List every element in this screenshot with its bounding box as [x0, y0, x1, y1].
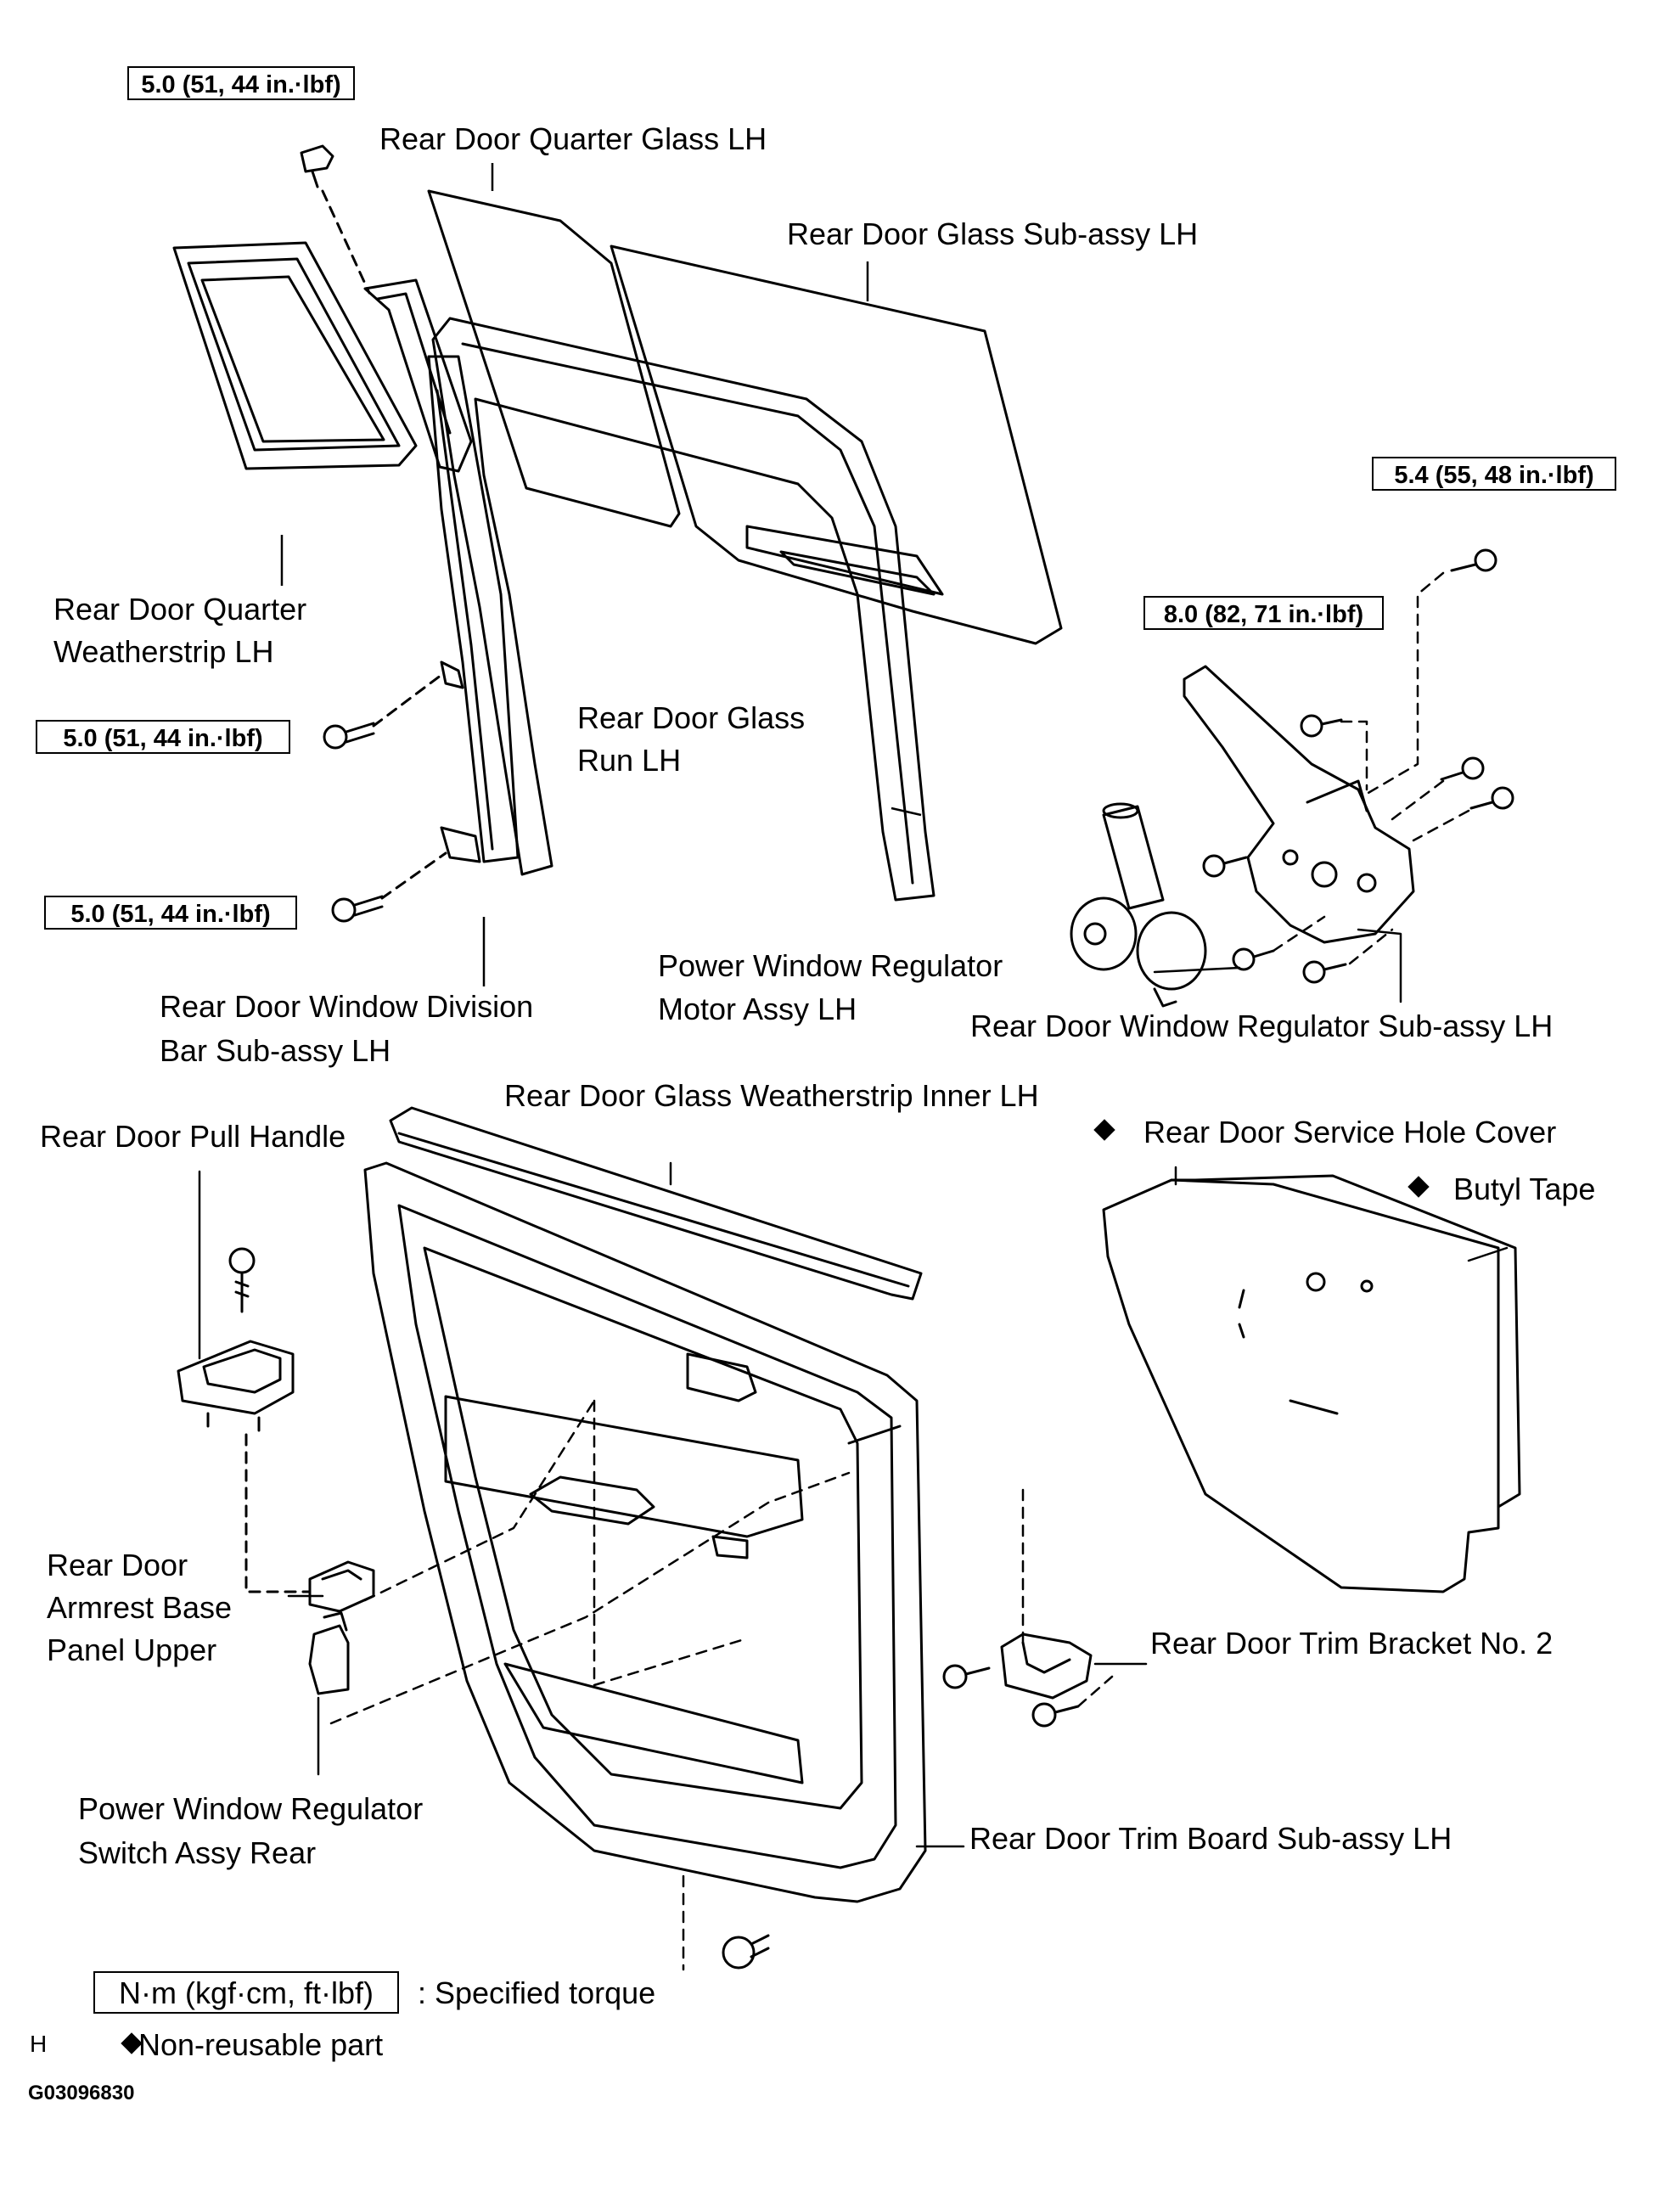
- legend-torque-desc: : Specified torque: [418, 1975, 656, 2010]
- glass-drawing: [610, 244, 1063, 645]
- torque-label-regulator-top: 5.4 (55, 48 in.·lbf): [1372, 457, 1616, 491]
- label-division-bar-line1: Rear Door Window Division: [160, 989, 534, 1024]
- corner-mark: H: [30, 2031, 48, 2057]
- label-glass-sub-assy: Rear Door Glass Sub-assy LH: [787, 216, 1199, 251]
- label-trim-board: Rear Door Trim Board Sub-assy LH: [969, 1821, 1452, 1856]
- service-hole-cover-drawing: [1102, 1178, 1500, 1593]
- label-switch-assy-line2: Switch Assy Rear: [78, 1835, 317, 1870]
- label-glass-run-line2: Run LH: [577, 743, 682, 778]
- division-strip-drawing: [363, 278, 473, 473]
- torque-label-regulator-mid: 8.0 (82, 71 in.·lbf): [1143, 596, 1384, 630]
- legend-torque-unit-box: N·m (kgf·cm, ft·lbf): [93, 1971, 399, 2014]
- torque-label-division-bar-lower: 5.0 (51, 44 in.·lbf): [44, 896, 297, 930]
- label-butyl-tape: Butyl Tape: [1453, 1172, 1596, 1206]
- label-division-bar-line2: Bar Sub-assy LH: [160, 1033, 391, 1068]
- regulator-drawing: [1183, 665, 1415, 944]
- trim-bracket-drawing: [1000, 1632, 1093, 1700]
- label-armrest-panel-line1: Rear Door: [47, 1548, 188, 1582]
- division-bar-bolt-upper: [323, 722, 375, 750]
- label-armrest-panel-line2: Armrest Base: [47, 1590, 233, 1625]
- label-glass-run-line1: Rear Door Glass: [577, 700, 806, 735]
- division-bar-drawing: [427, 355, 520, 863]
- armrest-panel-drawing: [308, 1560, 375, 1613]
- label-trim-bracket: Rear Door Trim Bracket No. 2: [1150, 1626, 1554, 1661]
- switch-assy-drawing: [308, 1611, 350, 1695]
- top-screw-drawing: [300, 144, 334, 188]
- trim-board-drawing: [363, 1161, 927, 1903]
- label-regulator-motor-line1: Power Window Regulator: [658, 948, 1003, 983]
- quarter-glass-drawing: [427, 189, 681, 528]
- division-bar-bolt-lower: [331, 895, 384, 923]
- trim-bracket-bolts: [942, 1664, 1080, 1728]
- trim-board-clip-drawing: [722, 1934, 770, 1970]
- weatherstrip-inner-drawing: [389, 1106, 923, 1301]
- regulator-bolts: [1202, 548, 1514, 984]
- motor-drawing: [1070, 802, 1207, 1008]
- label-weatherstrip-inner: Rear Door Glass Weatherstrip Inner LH: [504, 1078, 1039, 1113]
- label-armrest-panel-line3: Panel Upper: [47, 1632, 217, 1667]
- pull-handle-drawing: [177, 1340, 295, 1432]
- label-quarter-weatherstrip-line2: Weatherstrip LH: [53, 634, 274, 669]
- label-regulator-sub-assy: Rear Door Window Regulator Sub-assy LH: [970, 1009, 1554, 1043]
- label-regulator-motor-line2: Motor Assy LH: [658, 992, 857, 1026]
- label-quarter-weatherstrip-line1: Rear Door Quarter: [53, 592, 307, 627]
- torque-label-top-screw: 5.0 (51, 44 in.·lbf): [127, 66, 355, 100]
- label-switch-assy-line1: Power Window Regulator: [78, 1791, 424, 1826]
- legend-nonreusable-desc: Non-reusable part: [138, 2027, 384, 2062]
- label-pull-handle: Rear Door Pull Handle: [40, 1119, 346, 1154]
- label-service-hole-cover: Rear Door Service Hole Cover: [1143, 1115, 1557, 1149]
- torque-label-division-bar-upper: 5.0 (51, 44 in.·lbf): [36, 720, 290, 754]
- quarter-weatherstrip-drawing: [172, 241, 418, 470]
- glass-run-drawing: [431, 317, 936, 902]
- label-quarter-glass: Rear Door Quarter Glass LH: [379, 121, 767, 156]
- pull-handle-screw-drawing: [228, 1247, 256, 1313]
- figure-id: G03096830: [28, 2082, 135, 2105]
